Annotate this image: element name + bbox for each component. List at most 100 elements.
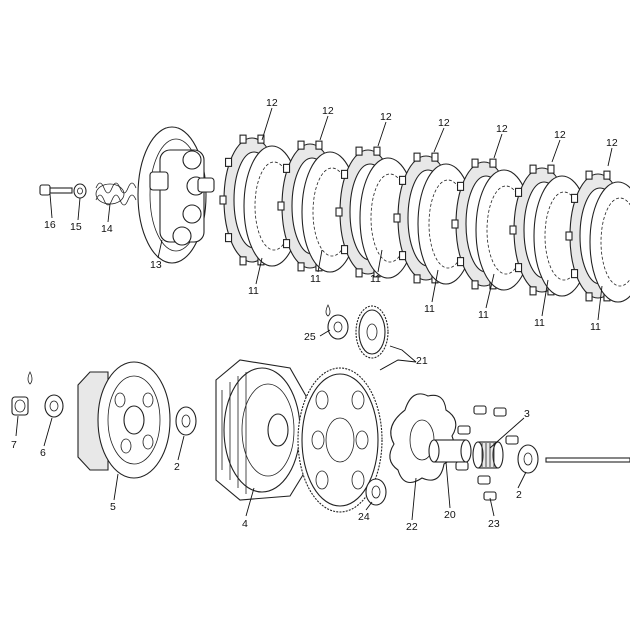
callout-11: 11 bbox=[424, 303, 435, 315]
friction-plate-tab bbox=[603, 170, 611, 180]
friction-plate-tab bbox=[219, 195, 227, 205]
bolt-16 bbox=[39, 184, 73, 196]
friction-plate-tab bbox=[297, 262, 305, 272]
friction-plate-tab bbox=[239, 134, 247, 144]
washer-15 bbox=[73, 183, 87, 199]
callout-13: 13 bbox=[150, 259, 162, 271]
callout-labels: 12 12 12 12 12 12 12 11 11 11 11 11 11 1… bbox=[11, 97, 618, 533]
drive-gear-pair bbox=[355, 305, 389, 359]
friction-plate-tab bbox=[489, 158, 497, 168]
callout-11: 11 bbox=[310, 273, 321, 285]
push-rod bbox=[545, 457, 630, 463]
callout-11: 11 bbox=[478, 309, 489, 321]
friction-plate-tab bbox=[277, 201, 285, 211]
callout-20: 20 bbox=[444, 509, 456, 521]
callout-25: 25 bbox=[304, 331, 316, 343]
primary-driven-gear bbox=[297, 367, 383, 513]
friction-plate-tab bbox=[393, 213, 401, 223]
friction-plate-tab bbox=[509, 225, 517, 235]
callout-23: 23 bbox=[488, 518, 500, 530]
callout-12: 12 bbox=[496, 123, 508, 135]
friction-plate-tab bbox=[471, 158, 479, 168]
callout-21: 21 bbox=[416, 355, 428, 367]
callout-2: 2 bbox=[516, 489, 522, 501]
thrust-washer-2-left bbox=[175, 406, 197, 436]
friction-plate-tab bbox=[431, 152, 439, 162]
friction-plate-tab bbox=[224, 157, 233, 167]
friction-plate-tab bbox=[570, 269, 579, 279]
callout-14: 14 bbox=[101, 223, 113, 235]
friction-plate-tab bbox=[340, 245, 349, 255]
nut-7 bbox=[11, 371, 33, 416]
callout-11: 11 bbox=[590, 321, 601, 333]
clutch-plate-pair bbox=[565, 170, 630, 303]
washer-6 bbox=[44, 394, 64, 418]
callout-11: 11 bbox=[248, 285, 259, 297]
bushing-24 bbox=[365, 478, 387, 506]
callout-12: 12 bbox=[322, 105, 334, 117]
friction-plate-tab bbox=[282, 239, 291, 249]
friction-plate-tab bbox=[565, 231, 573, 241]
friction-plate-tab bbox=[355, 146, 363, 156]
friction-plate-tab bbox=[257, 134, 265, 144]
callout-12: 12 bbox=[554, 129, 566, 141]
friction-plate-tab bbox=[547, 164, 555, 174]
friction-plate-tab bbox=[570, 193, 579, 203]
steel-plate bbox=[589, 181, 630, 303]
friction-plate-tab bbox=[398, 251, 407, 261]
steel-plate-teeth bbox=[600, 197, 630, 287]
callout-12: 12 bbox=[606, 137, 618, 149]
clutch-plate-pair bbox=[277, 140, 359, 273]
needle-bearing-3 bbox=[472, 441, 504, 469]
friction-plate-tab bbox=[413, 274, 421, 284]
friction-plate-tab bbox=[451, 219, 459, 229]
callout-4: 4 bbox=[242, 518, 248, 530]
nut-25 bbox=[325, 304, 349, 340]
callout-12: 12 bbox=[380, 111, 392, 123]
friction-plate-tab bbox=[373, 146, 381, 156]
friction-plate-tab bbox=[471, 280, 479, 290]
friction-plate-tab bbox=[585, 170, 593, 180]
clutch-spring bbox=[95, 182, 137, 206]
clutch-plate-stack bbox=[219, 134, 630, 303]
leader-lines bbox=[15, 107, 613, 521]
callout-12: 12 bbox=[438, 117, 450, 129]
friction-plate-tab bbox=[355, 268, 363, 278]
callout-11: 11 bbox=[370, 273, 381, 285]
friction-plate-tab bbox=[398, 175, 407, 185]
screws-23 bbox=[455, 405, 519, 501]
callout-22: 22 bbox=[406, 521, 418, 533]
callout-6: 6 bbox=[40, 447, 46, 459]
friction-plate-tab bbox=[224, 233, 233, 243]
callout-15: 15 bbox=[70, 221, 82, 233]
callout-3: 3 bbox=[524, 408, 530, 420]
friction-plate-tab bbox=[335, 207, 343, 217]
friction-plate-tab bbox=[514, 263, 523, 273]
friction-plate-tab bbox=[529, 286, 537, 296]
callout-5: 5 bbox=[110, 501, 116, 513]
friction-plate-tab bbox=[239, 256, 247, 266]
friction-plate-tab bbox=[529, 164, 537, 174]
friction-plate-tab bbox=[585, 292, 593, 302]
friction-plate-tab bbox=[456, 257, 465, 267]
clutch-basket bbox=[215, 359, 307, 501]
friction-plate-tab bbox=[297, 140, 305, 150]
friction-plate-tab bbox=[340, 169, 349, 179]
friction-plate-tab bbox=[315, 140, 323, 150]
pressure-plate bbox=[137, 126, 215, 264]
callout-7: 7 bbox=[11, 439, 17, 451]
clutch-inner-hub bbox=[77, 361, 171, 479]
callout-2: 2 bbox=[174, 461, 180, 473]
thrust-washer-2-right bbox=[517, 444, 539, 474]
spacer-sleeve-20 bbox=[428, 439, 472, 463]
friction-plate-tab bbox=[456, 181, 465, 191]
lobed-plate-22 bbox=[389, 393, 457, 484]
friction-plate-tab bbox=[282, 163, 291, 173]
callout-11: 11 bbox=[534, 317, 545, 329]
friction-plate-tab bbox=[514, 187, 523, 197]
callout-24: 24 bbox=[358, 511, 370, 523]
friction-plate-tab bbox=[413, 152, 421, 162]
callout-16: 16 bbox=[44, 219, 56, 231]
callout-12: 12 bbox=[266, 97, 278, 109]
